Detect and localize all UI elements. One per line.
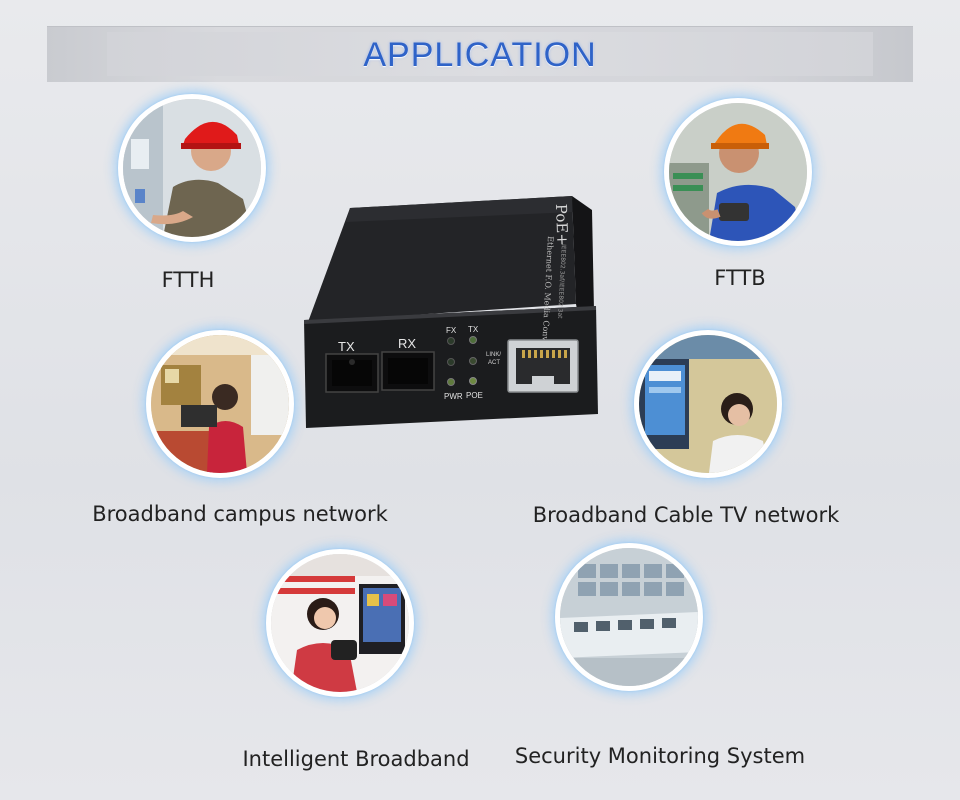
ftth-caption: FTTH [161,268,215,292]
application-banner: APPLICATION [47,26,913,82]
intelligent-broadband-illustration [271,554,409,692]
brand-text: PoE+ [552,204,571,247]
tx-port-label: TX [338,339,355,354]
led-fx-label: FX [446,326,457,335]
cable-tv-caption: Broadband Cable TV network [532,503,840,527]
led-link-act-indicator [469,357,477,365]
ftth-photo [118,94,266,242]
fttb-caption: FTTB [714,266,766,290]
campus-dorm-illustration [151,335,289,473]
campus-network-photo [146,330,294,478]
cable-tv-photo [634,330,782,478]
security-monitoring-illustration [560,548,698,686]
campus-network-caption: Broadband campus network [92,502,388,526]
led-link-fx-indicator [447,358,455,366]
intelligent-broadband-caption: Intelligent Broadband [242,747,470,771]
led-act-label: ACT [488,360,500,366]
security-monitoring-caption: Security Monitoring System [514,744,806,768]
cable-tv-illustration [639,335,777,473]
led-poe-label: POE [466,391,483,400]
page-title: APPLICATION [363,36,597,74]
rj45-ethernet-port[interactable] [507,339,579,393]
standard-text: IEEE802.3af/IEEE802.3at [556,244,567,319]
banner-inner [107,32,873,76]
led-link-label: LINK/ [486,352,501,358]
led-pwr-indicator [447,378,455,386]
ftth-worker-illustration [123,99,261,237]
fiber-port-rx[interactable] [381,351,435,391]
led-tx-indicator [469,336,477,344]
intelligent-broadband-photo [266,549,414,697]
fttb-photo [664,98,812,246]
media-converter-device: PoE+ Ethernet F.O. Media Converter IEEE8… [304,196,598,428]
led-pwr-label: PWR [444,392,463,401]
led-tx-label: TX [468,325,479,334]
security-monitoring-photo [555,543,703,691]
led-fx-indicator [447,337,455,345]
led-poe-indicator [469,377,477,385]
rx-port-label: RX [398,336,416,351]
fiber-port-tx[interactable] [325,353,379,393]
fttb-worker-illustration [669,103,807,241]
